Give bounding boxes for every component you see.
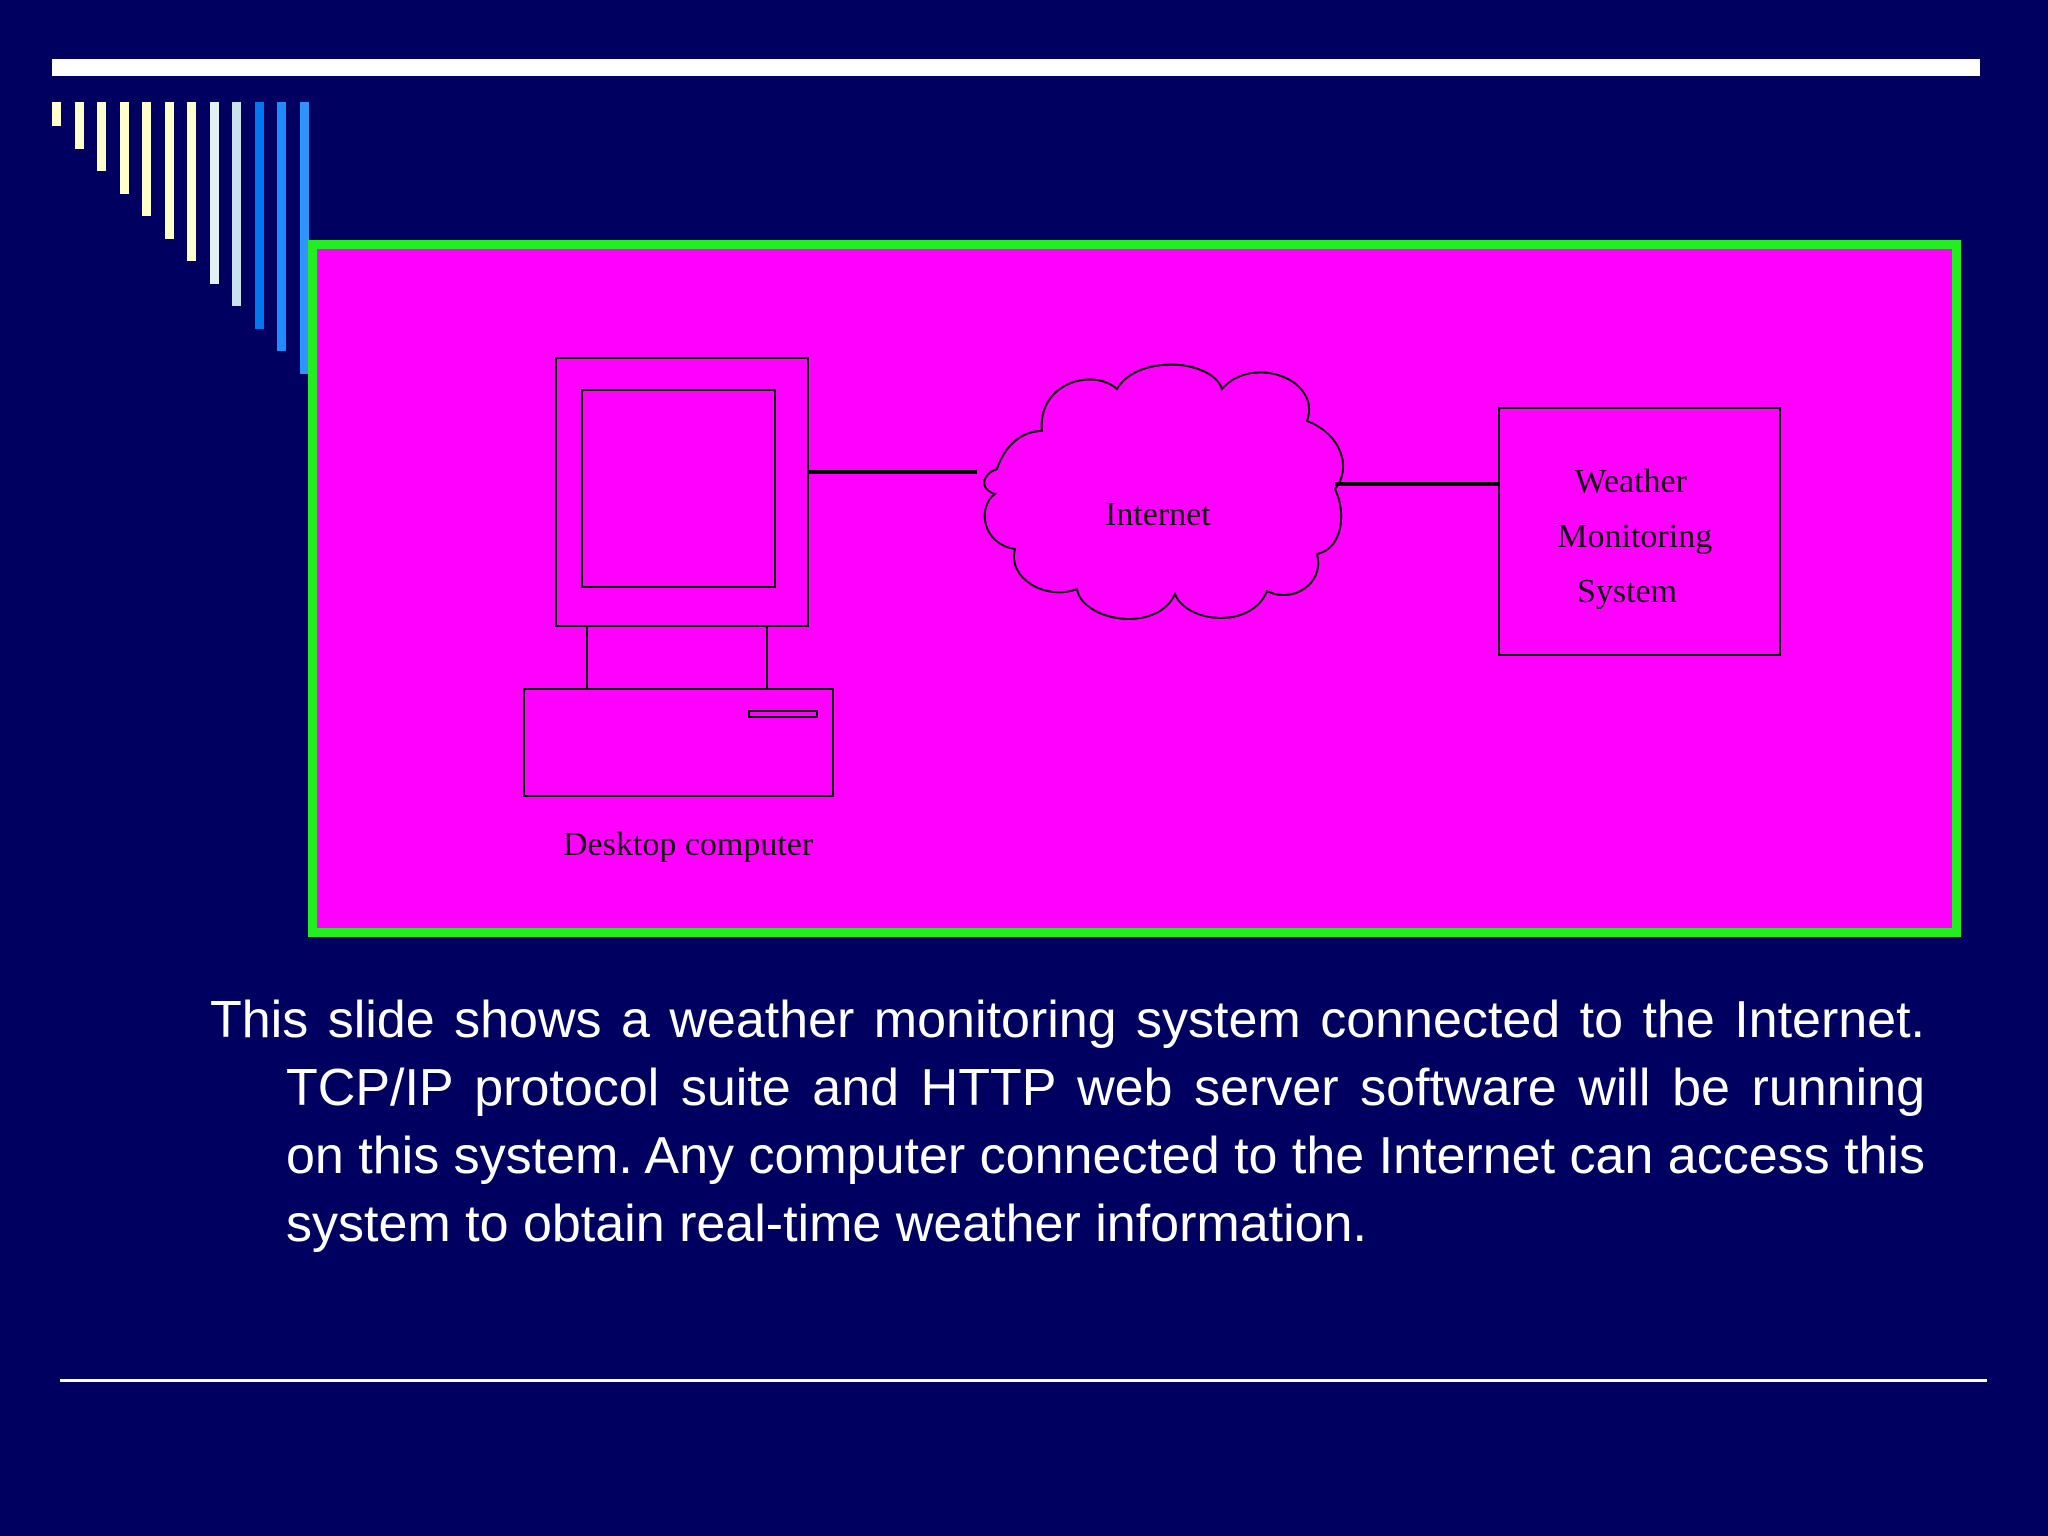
- internet-cloud-icon: [983, 363, 1345, 620]
- decorative-stripe: [142, 102, 151, 216]
- desktop-computer-label: Desktop computer: [563, 826, 814, 863]
- weather-label-line: System: [1577, 573, 1677, 610]
- weather-system-label: Weather Monitoring System: [1557, 463, 1720, 610]
- decorative-stripe: [209, 102, 219, 284]
- internet-label: Internet: [1105, 496, 1211, 533]
- decorative-stripe: [277, 102, 286, 351]
- decorative-stripe: [254, 102, 264, 329]
- desktop-computer-icon: [523, 357, 834, 797]
- monitor-screen: [581, 389, 776, 588]
- decorative-stripe: [187, 102, 196, 261]
- network-diagram: Internet Weather Monitoring System Deskt…: [523, 357, 1781, 863]
- decorative-stripe: [299, 102, 309, 374]
- disk-drive-slot: [748, 710, 818, 718]
- decorative-stripe: [119, 102, 129, 194]
- bottom-rule: [60, 1379, 1987, 1382]
- diagram-panel: Internet Weather Monitoring System Deskt…: [308, 240, 1961, 937]
- top-rule: [52, 59, 1980, 76]
- decorative-stripe: [74, 102, 84, 149]
- slide-body-text: This slide shows a weather monitoring sy…: [210, 991, 1925, 1253]
- weather-system-box: [1498, 407, 1781, 656]
- decorative-stripe: [52, 102, 61, 126]
- decorative-stripe: [97, 102, 106, 171]
- monitor-outer: [555, 357, 809, 627]
- decorative-stripe: [164, 102, 174, 239]
- weather-label-line: Weather: [1575, 463, 1688, 500]
- weather-label-line: Monitoring: [1557, 518, 1712, 555]
- decorative-stripe: [232, 102, 241, 306]
- computer-case: [523, 688, 834, 797]
